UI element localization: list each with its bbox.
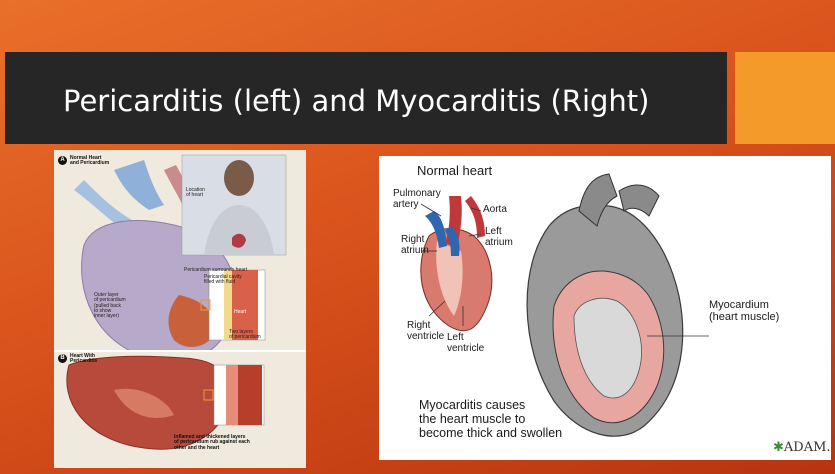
adam-logo-star-icon: ✱	[773, 440, 784, 455]
accent-block	[735, 52, 835, 144]
inflamed-label: Inflamed and thickened layers of pericar…	[174, 435, 250, 451]
heart-inset-label: Heart	[234, 310, 246, 315]
title-bar: Pericarditis (left) and Myocarditis (Rig…	[5, 52, 727, 144]
left-atrium-label: Left atrium	[485, 226, 513, 248]
right-ventricle-label: Right ventricle	[407, 320, 444, 342]
right-atrium-label: Right atrium	[401, 234, 429, 256]
caption-text: Myocarditis causes the heart muscle to b…	[419, 399, 562, 440]
panel-a-title: Normal Heart and Pericardium	[70, 156, 109, 167]
panel-a-badge: A	[58, 156, 67, 165]
left-ventricle-label: Left ventricle	[447, 332, 484, 354]
normal-heart-label: Normal heart	[417, 164, 492, 178]
slide-title: Pericarditis (left) and Myocarditis (Rig…	[63, 84, 650, 118]
myocarditis-figure: Normal heart Pulmonary artery Aorta Left…	[379, 156, 831, 460]
panel-b-title: Heart With Pericarditis	[70, 354, 97, 365]
two-layers-label: Two layers of pericardium	[229, 330, 261, 341]
myocardium-label: Myocardium (heart muscle)	[709, 299, 779, 323]
location-label: Location of heart	[186, 188, 205, 199]
pericarditis-illustration	[54, 150, 306, 468]
outer-layer-label: Outer layer of pericardium (pulled back …	[94, 293, 126, 319]
pulmonary-artery-label: Pulmonary artery	[393, 188, 441, 210]
cavity-label: Pericardial cavity filled with fluid	[204, 275, 242, 286]
panel-b-badge: B	[58, 354, 67, 363]
aorta-label: Aorta	[483, 204, 507, 215]
adam-logo: ✱ADAM.	[773, 441, 831, 455]
pericarditis-figure: A Normal Heart and Pericardium Location …	[54, 150, 306, 468]
pericardium-label: Pericardium surrounds heart	[184, 268, 247, 273]
